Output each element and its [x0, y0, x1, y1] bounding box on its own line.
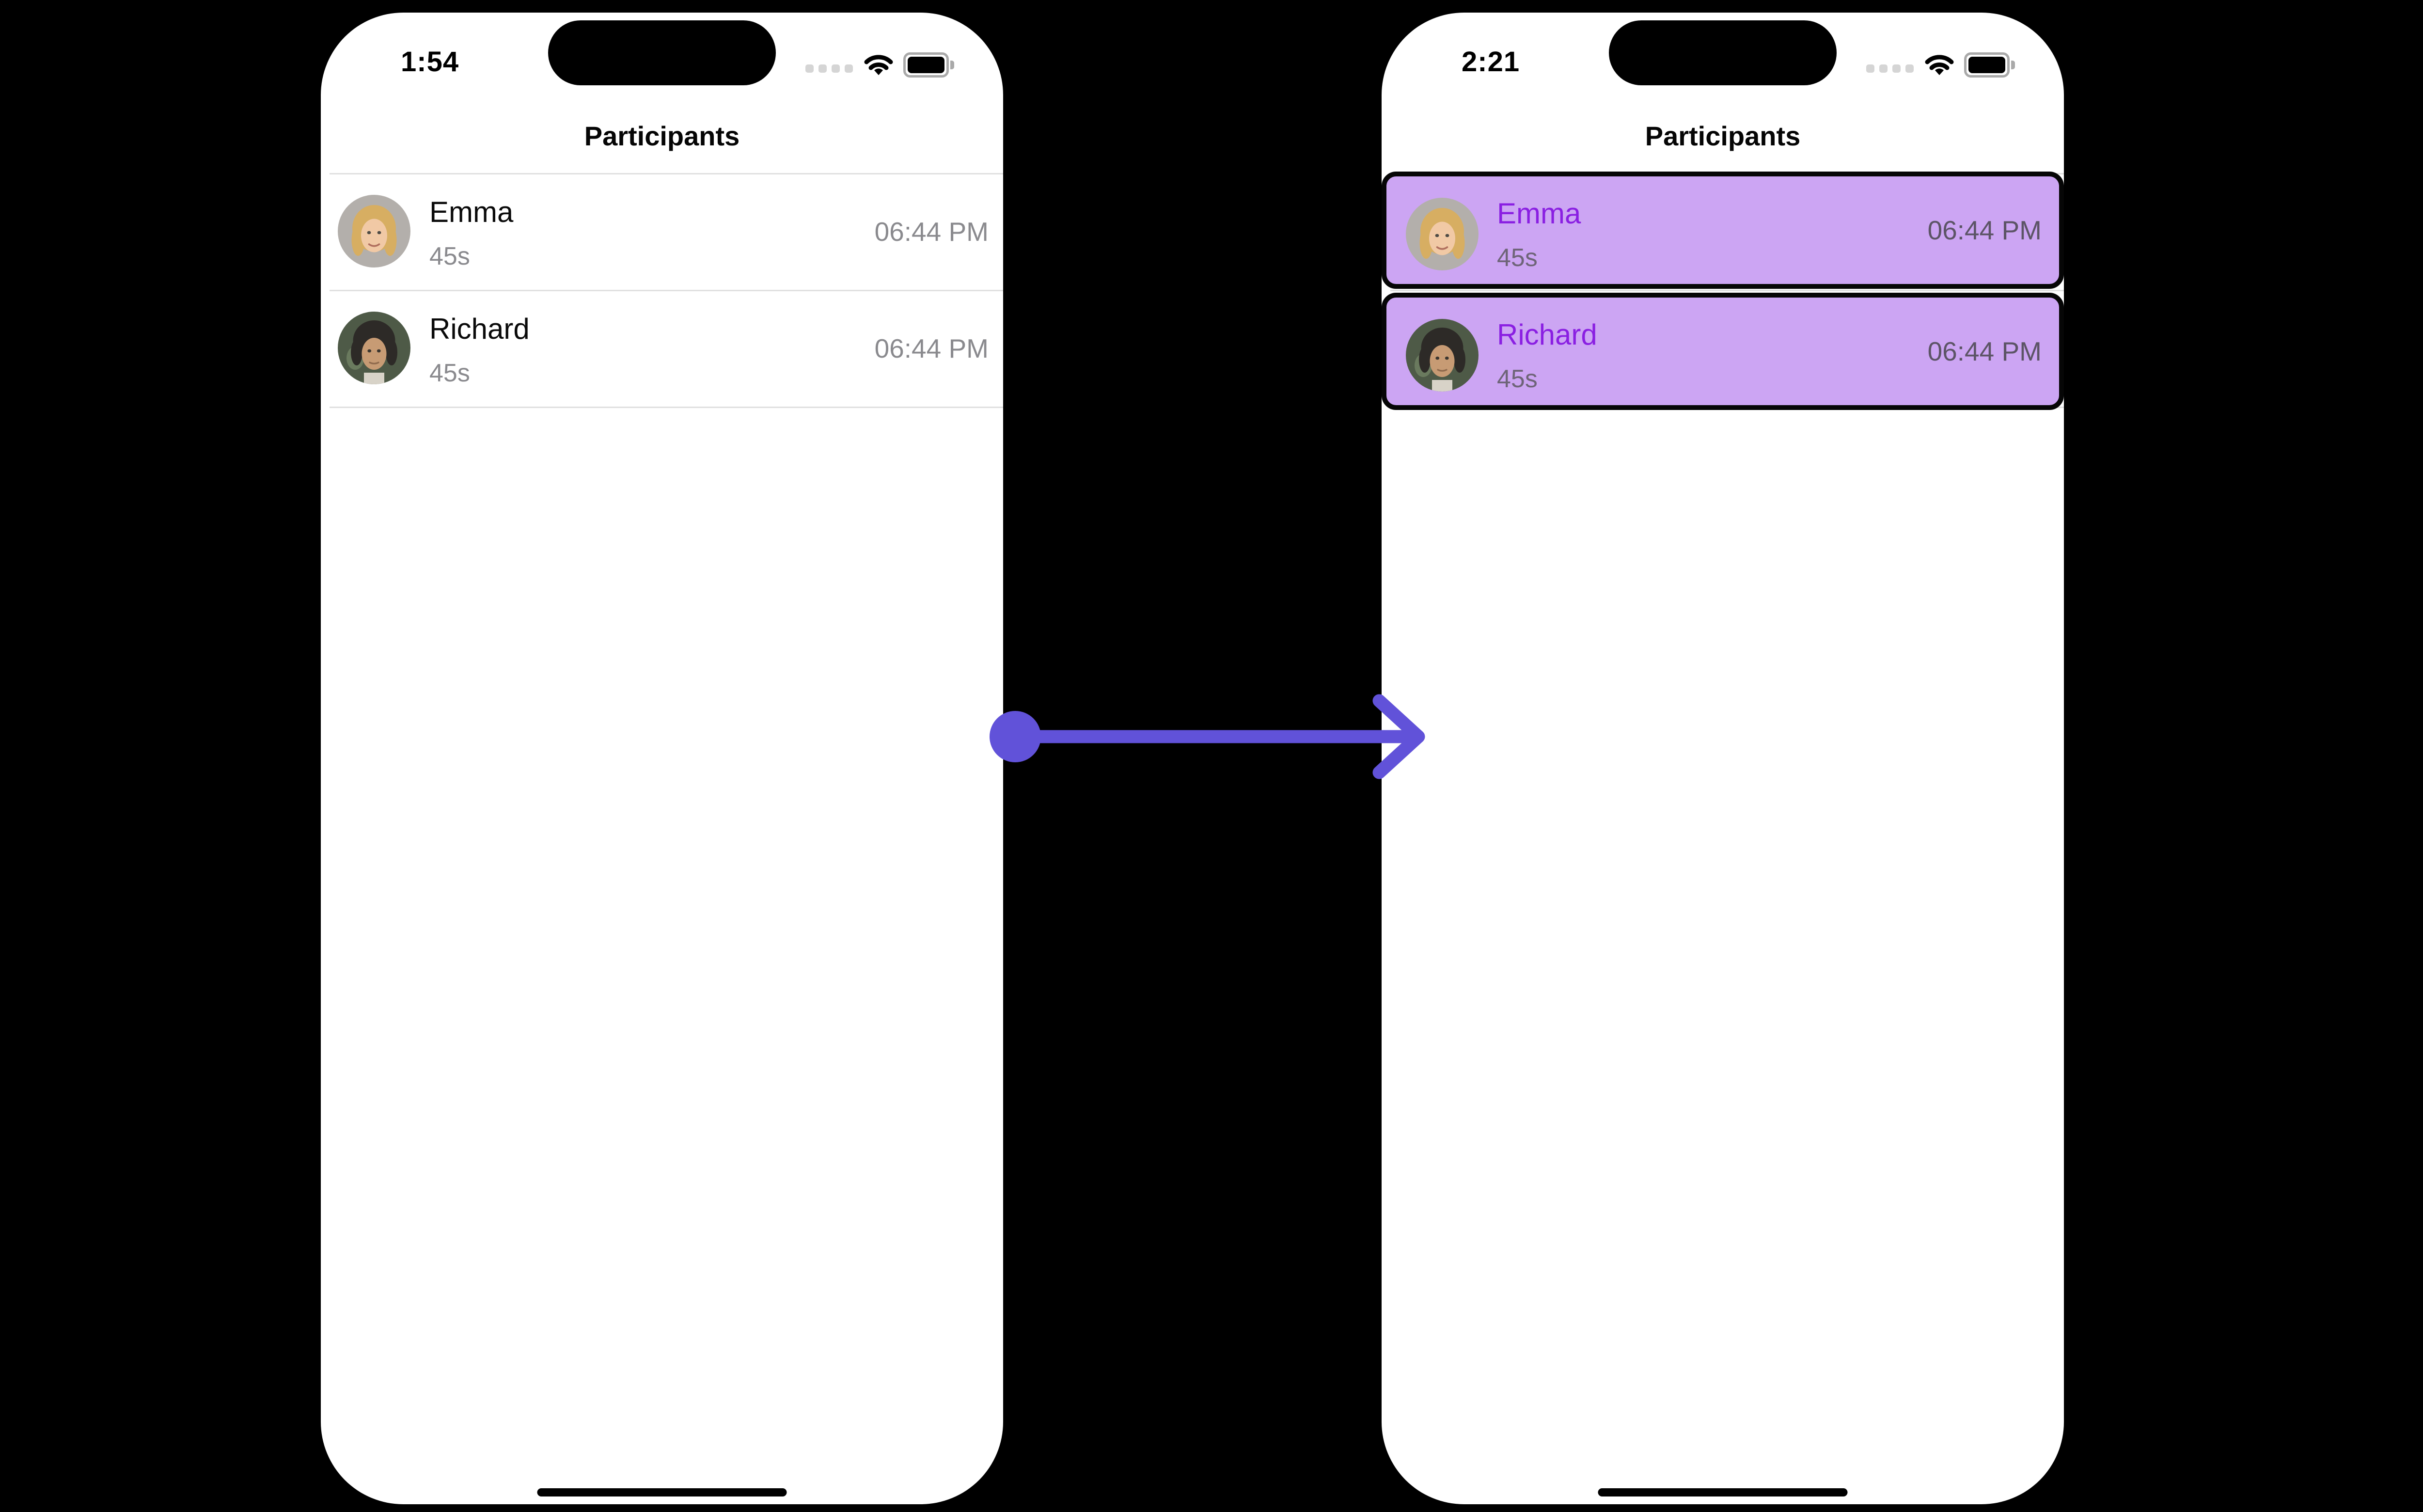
participant-duration: 45s [1497, 244, 1538, 272]
home-indicator[interactable] [1598, 1488, 1848, 1496]
avatar [1406, 198, 1479, 270]
status-bar-time: 1:54 [401, 46, 459, 78]
page-title: Participants [1645, 121, 1801, 151]
dynamic-island [1609, 20, 1837, 85]
participant-duration: 45s [1497, 365, 1538, 393]
battery-nub [2011, 61, 2015, 69]
avatar-image-richard [1406, 319, 1479, 392]
battery-nub [950, 61, 954, 69]
page-title: Participants [584, 121, 740, 151]
home-indicator[interactable] [537, 1488, 787, 1496]
avatar [1406, 319, 1479, 392]
participant-time: 06:44 PM [874, 333, 989, 363]
avatar-image-emma [1406, 198, 1479, 270]
avatar-image-richard [338, 312, 410, 384]
participant-duration: 45s [429, 359, 470, 387]
battery-icon [903, 52, 949, 78]
divider [330, 173, 1003, 174]
battery-icon [1964, 52, 2010, 78]
divider [330, 407, 1003, 408]
divider [330, 290, 1003, 291]
cellular-signal-icon [1866, 64, 1914, 73]
participant-name: Emma [1497, 197, 1581, 230]
participant-row-emma[interactable]: Emma 45s 06:44 PM [321, 173, 1003, 290]
phone-before: 1:54 Participants Emma 45s [321, 13, 1003, 1504]
wifi-icon [1925, 55, 1954, 75]
phone-after: 2:21 Participants Emma 45s [1382, 13, 2064, 1504]
participant-name: Emma [429, 196, 514, 228]
participant-name: Richard [1497, 318, 1597, 351]
participant-time: 06:44 PM [874, 216, 989, 247]
participant-row-emma-selected[interactable]: Emma 45s 06:44 PM [1382, 172, 2064, 289]
participant-time: 06:44 PM [1927, 336, 2042, 366]
participant-row-richard-selected[interactable]: Richard 45s 06:44 PM [1382, 293, 2064, 410]
participant-row-richard[interactable]: Richard 45s 06:44 PM [321, 290, 1003, 407]
divider [1390, 290, 2064, 291]
dynamic-island [548, 20, 776, 85]
wifi-icon [864, 55, 893, 75]
avatar [338, 312, 410, 384]
participant-name: Richard [429, 313, 530, 345]
avatar-image-emma [338, 195, 410, 268]
participant-time: 06:44 PM [1927, 215, 2042, 245]
status-bar-icons [1866, 51, 2015, 79]
status-bar-time: 2:21 [1462, 46, 1520, 78]
participant-duration: 45s [429, 242, 470, 270]
status-bar-icons [805, 51, 954, 79]
avatar [338, 195, 410, 268]
cellular-signal-icon [805, 64, 853, 73]
